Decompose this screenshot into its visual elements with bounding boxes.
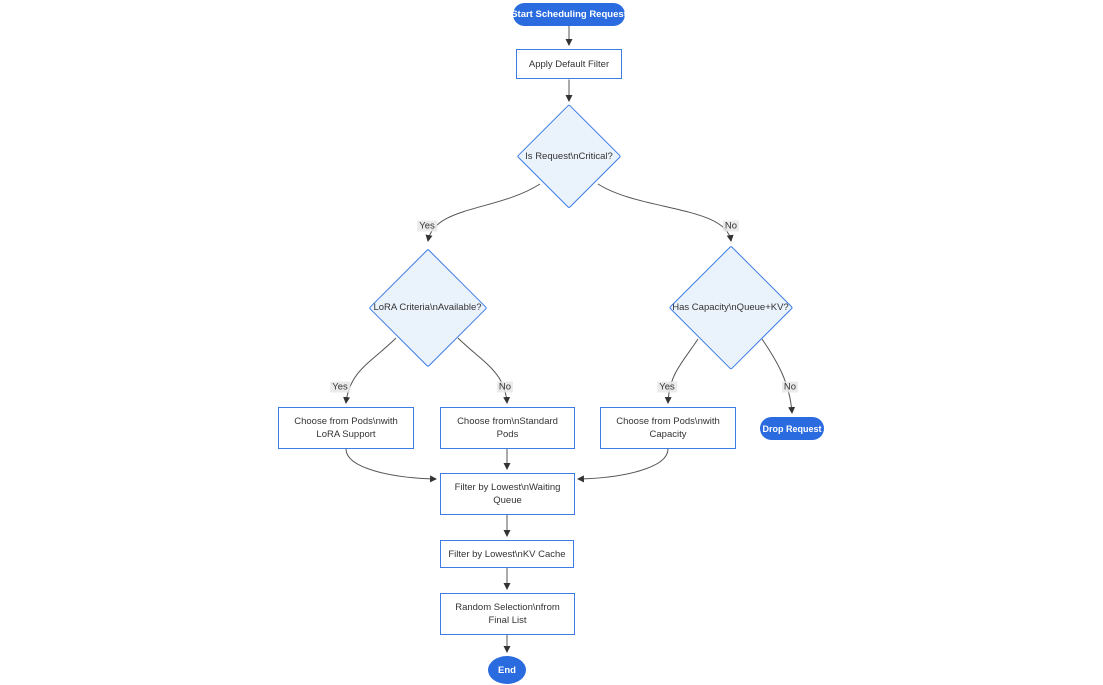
node-random-selection-final-list: Random Selection\nfrom Final List — [440, 593, 575, 635]
edge-label-critical-no: No — [722, 220, 740, 232]
decision-is-request-critical: Is Request\nCritical? — [517, 104, 621, 208]
decision-has-capacity-queue-kv: Has Capacity\nQueue+KV? — [667, 244, 794, 371]
edge-label-critical-yes: Yes — [417, 220, 437, 232]
node-label-line-2: Pods — [496, 429, 519, 440]
edge-label-capacity-no: No — [781, 381, 799, 393]
node-choose-pods-lora-support: Choose from Pods\nwith LoRA Support — [278, 407, 414, 449]
node-label-line-1: Choose from Pods\nwith — [294, 416, 398, 427]
edge-choose-capacity-to-filter-queue — [576, 448, 669, 483]
node-label: Apply Default Filter — [528, 58, 610, 70]
node-label-line-1: Random Selection\nfrom — [455, 602, 560, 613]
node-label-line-1: Choose from\nStandard — [457, 416, 558, 427]
edge-choose-lora-to-filter-queue — [345, 448, 438, 483]
node-filter-lowest-waiting-queue: Filter by Lowest\nWaiting Queue — [440, 473, 575, 515]
decision-lora-criteria-available: LoRA Criteria\nAvailable? — [368, 248, 487, 367]
node-label-line-2: LoRA Support — [316, 429, 376, 440]
node-label: Has Capacity\nQueue+KV? — [672, 302, 789, 313]
node-label-line-2: Queue — [493, 495, 522, 506]
node-drop-request: Drop Request — [760, 417, 824, 440]
node-label: Filter by Lowest\nKV Cache — [448, 548, 566, 560]
node-label-line-1: Choose from Pods\nwith — [616, 416, 720, 427]
node-label-line-1: Filter by Lowest\nWaiting — [454, 482, 561, 493]
node-choose-pods-capacity: Choose from Pods\nwith Capacity — [600, 407, 736, 449]
node-start: Start Scheduling Request — [511, 3, 627, 26]
node-filter-lowest-kv-cache: Filter by Lowest\nKV Cache — [440, 540, 574, 568]
edge-label-capacity-yes: Yes — [657, 381, 677, 393]
node-label-line-2: Capacity — [649, 429, 687, 440]
node-label: Is Request\nCritical? — [525, 150, 613, 162]
edge-label-lora-yes: Yes — [330, 381, 350, 393]
node-label-line-2: Final List — [488, 615, 527, 626]
node-apply-default-filter: Apply Default Filter — [516, 49, 622, 79]
node-label: LoRA Criteria\nAvailable? — [373, 302, 482, 313]
node-end: End — [488, 656, 526, 684]
edge-label-lora-no: No — [496, 381, 514, 393]
node-choose-standard-pods: Choose from\nStandard Pods — [440, 407, 575, 449]
